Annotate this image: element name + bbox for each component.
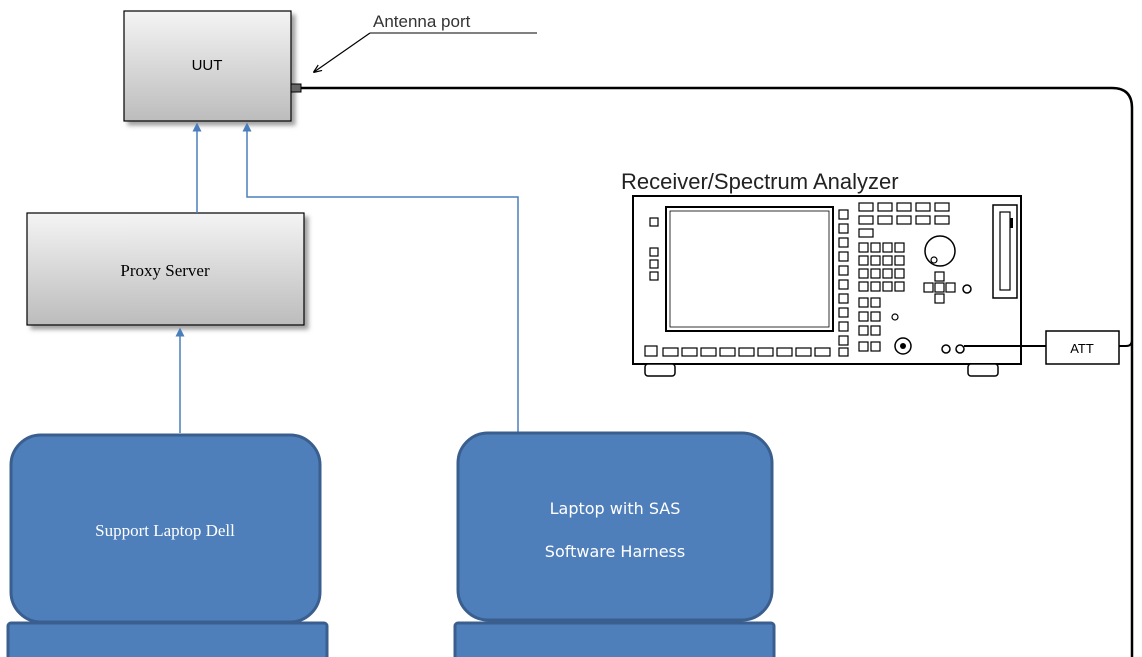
spectrum-analyzer-label: Receiver/Spectrum Analyzer	[621, 169, 899, 194]
antenna-port-label: Antenna port	[373, 12, 471, 31]
analyzer-arrow-keys	[923, 271, 956, 304]
analyzer-port-a	[941, 344, 951, 354]
proxy-server-label: Proxy Server	[120, 261, 210, 280]
uut-box: UUT	[123, 10, 302, 122]
sas-laptop-label-line2: Software Harness	[545, 542, 685, 561]
spectrum-analyzer: Receiver/Spectrum Analyzer	[621, 169, 1022, 377]
attenuator-box: ATT	[1045, 330, 1120, 365]
analyzer-screen	[665, 206, 834, 332]
antenna-port-callout: Antenna port	[314, 12, 537, 72]
analyzer-bottom-buttons	[644, 341, 881, 357]
sas-laptop-to-uut-arrow	[242, 122, 519, 432]
support-laptop: Support Laptop Dell	[6, 433, 329, 657]
analyzer-softkeys	[838, 209, 849, 346]
analyzer-rf-input	[894, 337, 912, 355]
analyzer-foot-left	[644, 363, 676, 377]
analyzer-rotary-knob	[924, 235, 956, 267]
proxy-server-box: Proxy Server	[26, 212, 305, 326]
analyzer-function-keys	[858, 202, 950, 238]
support-laptop-label: Support Laptop Dell	[95, 521, 235, 540]
sas-laptop: Laptop with SAS Software Harness	[453, 431, 776, 657]
att-to-cable	[1119, 339, 1133, 347]
analyzer-keypad	[858, 242, 905, 336]
uut-label: UUT	[192, 57, 223, 74]
analyzer-foot-right	[967, 363, 999, 377]
analyzer-port-b	[955, 344, 965, 354]
sas-laptop-base	[453, 621, 776, 657]
rf-cable	[301, 86, 1134, 657]
attenuator-label: ATT	[1070, 341, 1094, 356]
analyzer-drive-slot	[992, 204, 1018, 299]
sas-laptop-label-line1: Laptop with SAS	[550, 499, 681, 518]
sas-laptop-screen	[456, 431, 774, 622]
analyzer-small-dial	[962, 284, 972, 294]
support-laptop-base	[6, 621, 329, 657]
analyzer-left-buttons	[649, 217, 659, 281]
antenna-connector	[290, 83, 302, 93]
